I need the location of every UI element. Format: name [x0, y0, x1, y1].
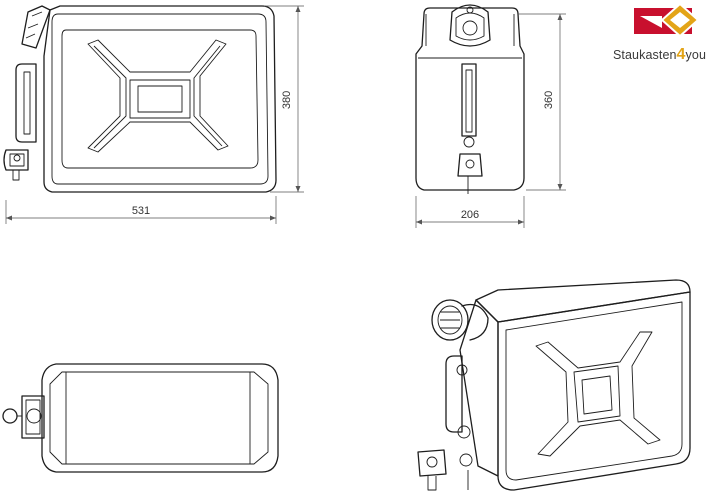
brand-name: Staukasten4you — [613, 46, 706, 64]
front-view-dimensions: 206 360 — [415, 13, 566, 228]
side-view — [3, 5, 277, 193]
brand-name-part2: you — [685, 48, 707, 62]
height-dimension-label: 380 — [281, 91, 293, 109]
front-width-dimension-label: 206 — [461, 209, 479, 221]
top-view — [2, 363, 279, 473]
isometric-view — [417, 279, 691, 491]
brand-name-part1: Staukasten — [613, 48, 677, 62]
side-view-dimensions: 531 380 — [5, 5, 304, 224]
brand-logo — [634, 2, 700, 38]
front-height-dimension-label: 360 — [543, 91, 555, 109]
brand-name-number: 4 — [676, 46, 686, 63]
front-view — [415, 4, 525, 194]
width-dimension-label: 531 — [132, 205, 150, 217]
